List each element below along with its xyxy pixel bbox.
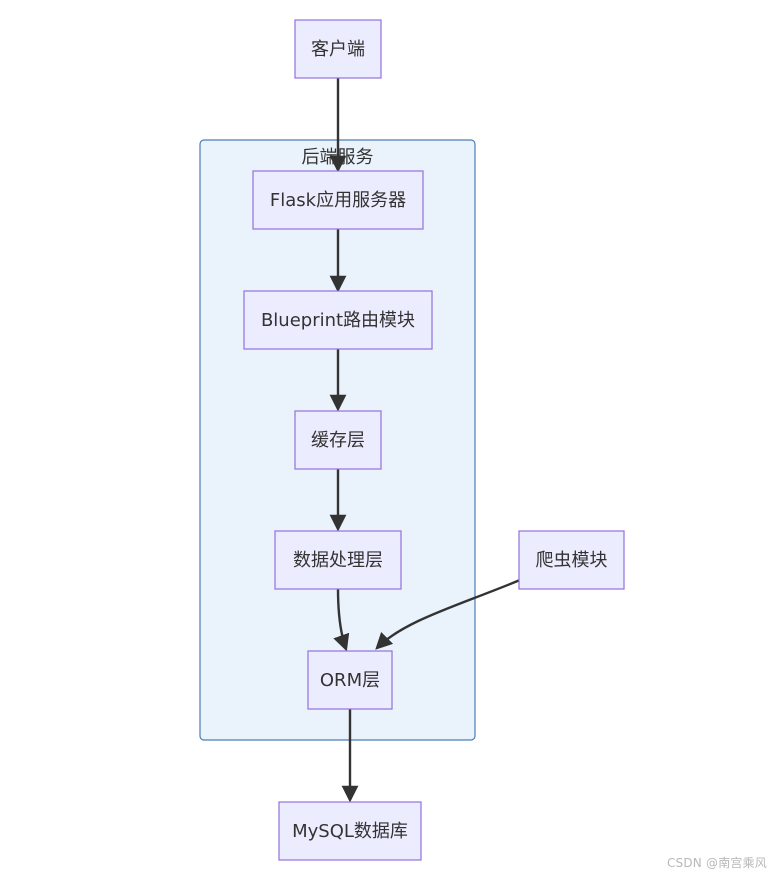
node-flask-server-label: Flask应用服务器 bbox=[270, 190, 406, 211]
node-client: 客户端 bbox=[294, 19, 382, 79]
edge-data-processing-to-orm bbox=[333, 588, 350, 652]
edge-crawler-to-orm bbox=[375, 578, 521, 650]
node-crawler-module: 爬虫模块 bbox=[518, 530, 625, 590]
node-mysql-database-label: MySQL数据库 bbox=[292, 821, 408, 842]
node-cache-layer-label: 缓存层 bbox=[311, 430, 365, 451]
node-crawler-module-label: 爬虫模块 bbox=[536, 550, 608, 571]
edges bbox=[329, 78, 521, 803]
node-cache-layer: 缓存层 bbox=[294, 410, 382, 470]
node-mysql-database: MySQL数据库 bbox=[278, 801, 422, 861]
node-data-processing-layer: 数据处理层 bbox=[274, 530, 402, 590]
node-orm-layer: ORM层 bbox=[307, 650, 393, 710]
node-blueprint-router-label: Blueprint路由模块 bbox=[261, 310, 415, 331]
node-data-processing-layer-label: 数据处理层 bbox=[293, 550, 383, 571]
node-flask-server: Flask应用服务器 bbox=[252, 170, 424, 230]
watermark: CSDN @南宫乘风 bbox=[666, 856, 767, 870]
node-client-label: 客户端 bbox=[311, 39, 365, 60]
node-blueprint-router: Blueprint路由模块 bbox=[243, 290, 433, 350]
node-orm-layer-label: ORM层 bbox=[320, 670, 380, 691]
